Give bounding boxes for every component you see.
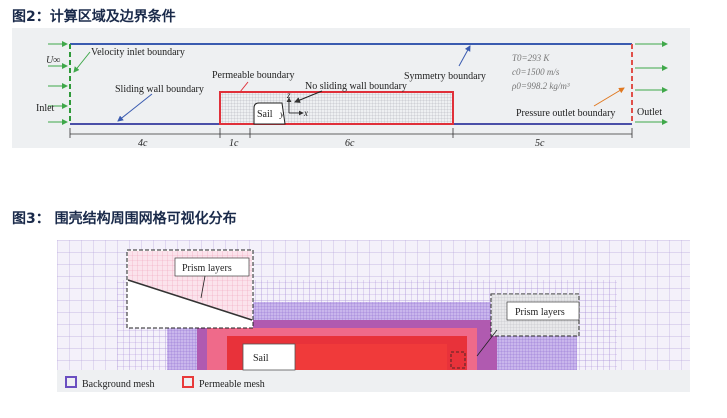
pressure-outlet-pointer <box>593 87 625 107</box>
pressure-outlet-label: Pressure outlet boundary <box>516 108 615 119</box>
dim-6c-label: 6c <box>345 138 355 148</box>
inflow-arrows <box>48 41 68 125</box>
permeable-pointer <box>239 81 249 93</box>
axis-x-label: x <box>303 108 308 118</box>
sail-shape <box>242 343 296 371</box>
dim-4c-label: 4c <box>138 138 148 148</box>
prism-layers-inset-right <box>450 293 580 369</box>
axis-z-label: z <box>286 90 291 100</box>
prism-layers-inset-left <box>126 249 254 329</box>
figure-2-panel: Sail x y z U∞ Velocity inlet boundary Sl… <box>12 28 690 149</box>
no-sliding-pointer <box>294 90 323 103</box>
inlet-label: Inlet <box>36 103 55 114</box>
figure-3-title: 图3： 围壳结构周围网格可视化分布 <box>12 211 237 227</box>
legend-background-mesh: Background mesh <box>82 379 155 390</box>
figure-3-panel: Sail Prism layers Prism layers Backgroun… <box>57 240 690 392</box>
dim-5c-label: 5c <box>535 138 545 148</box>
sliding-wall-label: Sliding wall boundary <box>115 84 204 95</box>
sound-speed-label: c0=1500 m/s <box>512 67 560 77</box>
outflow-arrows <box>635 41 668 125</box>
sail-shape <box>253 102 286 125</box>
prism-layers-label-left: Prism layers <box>182 263 232 274</box>
sail-label: Sail <box>257 109 273 120</box>
legend-permeable-mesh: Permeable mesh <box>199 379 265 390</box>
outlet-label: Outlet <box>637 107 662 118</box>
mesh-visualization: Sail Prism layers Prism layers Backgroun… <box>57 240 690 390</box>
sail-label: Sail <box>253 353 269 364</box>
permeable-label: Permeable boundary <box>212 70 294 81</box>
symmetry-pointer <box>458 45 471 67</box>
velocity-inlet-pointer <box>73 51 91 73</box>
free-stream-velocity-label: U∞ <box>46 55 60 66</box>
mesh-legend <box>65 376 194 388</box>
density-label: ρ0=998.2 kg/m³ <box>511 81 570 91</box>
prism-layers-label-right: Prism layers <box>515 307 565 318</box>
dimension-line <box>69 128 633 138</box>
dim-1c-label: 1c <box>229 138 239 148</box>
no-sliding-label: No sliding wall boundary <box>305 81 407 92</box>
temperature-label: T0=293 K <box>512 53 550 63</box>
sliding-wall-pointer <box>117 93 153 122</box>
symmetry-label: Symmetry boundary <box>404 71 486 82</box>
computational-domain-diagram: Sail x y z U∞ Velocity inlet boundary Sl… <box>36 41 668 149</box>
permeable-mesh-swatch <box>182 376 194 388</box>
background-mesh-swatch <box>65 376 77 388</box>
axis-y-label: y <box>279 109 284 119</box>
velocity-inlet-label: Velocity inlet boundary <box>91 47 185 58</box>
figure-2-title: 图2：计算区域及边界条件 <box>12 9 176 25</box>
